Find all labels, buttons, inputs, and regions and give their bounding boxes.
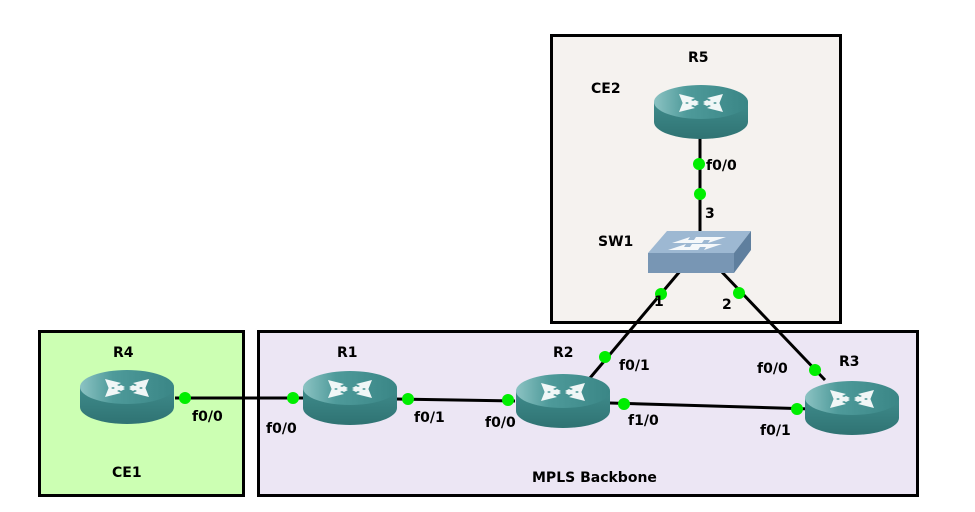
area-label-ce2: CE2 <box>591 81 621 97</box>
port-dot <box>733 287 745 299</box>
port-label: f0/0 <box>192 409 223 425</box>
port-dot <box>694 188 706 200</box>
port-dot <box>599 351 611 363</box>
port-dot <box>287 392 299 404</box>
port-label: 1 <box>654 294 664 310</box>
port-label: f0/0 <box>706 158 737 174</box>
port-dot <box>693 158 705 170</box>
port-label: f0/1 <box>414 410 445 426</box>
switch-sw1[interactable] <box>648 231 751 273</box>
port-label: f0/1 <box>619 358 650 374</box>
port-label: 3 <box>705 206 715 222</box>
port-dot <box>402 393 414 405</box>
port-dot <box>655 288 667 300</box>
router-r3[interactable] <box>805 381 899 435</box>
area-label-mpls: MPLS Backbone <box>532 470 657 486</box>
port-label: f1/0 <box>628 413 659 429</box>
port-label: f0/0 <box>266 421 297 437</box>
port-dot <box>502 394 514 406</box>
link-r2-r3[interactable] <box>609 401 813 411</box>
router-r5[interactable] <box>654 85 748 139</box>
device-label-r4: R4 <box>113 345 134 361</box>
router-r2[interactable] <box>516 374 610 428</box>
link-r1-r2[interactable] <box>394 397 516 403</box>
area-label-ce1: CE1 <box>112 465 142 481</box>
device-label-r2: R2 <box>553 345 574 361</box>
port-label: 2 <box>722 297 732 313</box>
router-r4[interactable] <box>80 370 174 424</box>
port-label: f0/0 <box>485 415 516 431</box>
ce2-area <box>550 34 842 324</box>
port-dot <box>179 392 191 404</box>
router-r1[interactable] <box>303 371 397 425</box>
device-label-r5: R5 <box>688 50 709 66</box>
port-label: f0/0 <box>757 361 788 377</box>
device-label-r3: R3 <box>839 354 860 370</box>
port-dot <box>809 364 821 376</box>
port-dot <box>618 398 630 410</box>
device-label-sw1: SW1 <box>598 234 633 250</box>
port-dot <box>791 403 803 415</box>
port-label: f0/1 <box>760 423 791 439</box>
device-label-r1: R1 <box>337 345 358 361</box>
